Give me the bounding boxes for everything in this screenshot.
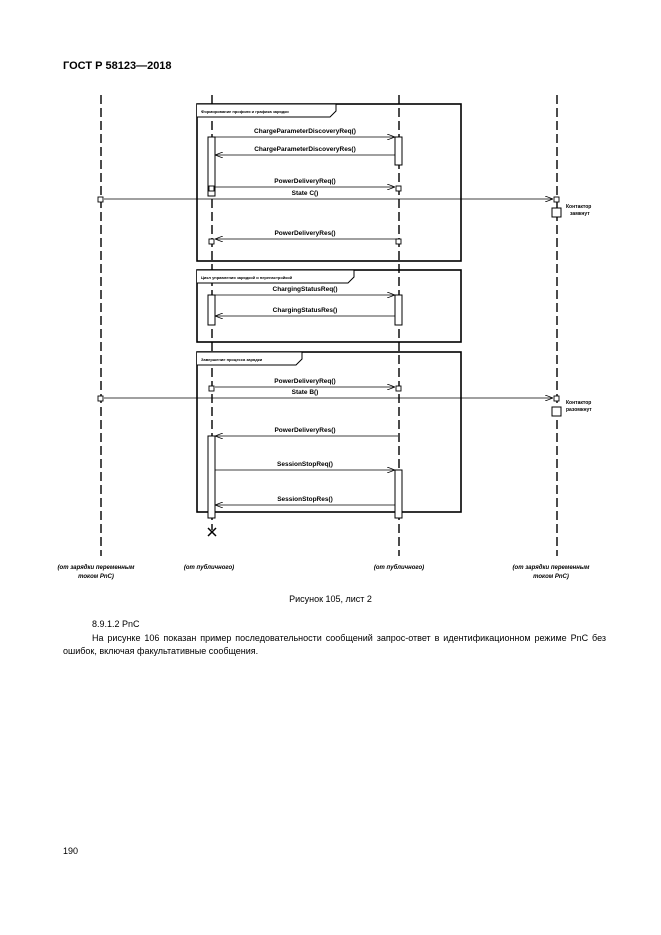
activation-bar: [207, 435, 216, 519]
lifeline-end-x-icon: [207, 527, 217, 537]
frame-tab: [197, 269, 355, 284]
document-header: ГОСТ Р 58123—2018: [63, 60, 172, 72]
body-paragraph: На рисунке 106 показан пример последоват…: [63, 633, 606, 656]
message-endpoint: [395, 238, 402, 245]
message-endpoint: [553, 395, 560, 402]
message-label: PowerDeliveryReq(): [274, 378, 335, 385]
activation-bar: [207, 294, 216, 326]
message-label: SessionStopRes(): [277, 496, 333, 503]
message-label: ChargeParameterDiscoveryRes(): [254, 146, 356, 153]
lifeline-label: (от публичного): [374, 564, 424, 571]
frame-tab: [197, 351, 303, 366]
lifeline-label: током PnC): [78, 574, 114, 580]
frame-title: Цикл управления зарядкой и перенастройко…: [201, 275, 293, 280]
contactor-state-box: [551, 207, 562, 218]
lifeline-label: (от публичного): [184, 564, 234, 571]
contactor-note: замкнут: [570, 211, 590, 217]
message-endpoint: [97, 395, 104, 402]
frame-session-end: [196, 351, 462, 513]
message-endpoint: [97, 196, 104, 203]
section-heading: 8.9.1.2 PnC: [92, 619, 140, 629]
message-label: ChargingStatusReq(): [273, 286, 338, 293]
message-endpoint: [553, 196, 560, 203]
page-number: 190: [63, 846, 79, 856]
contactor-note: разомкнут: [566, 407, 592, 413]
message-endpoint: [395, 385, 402, 392]
frame-tab: [197, 103, 337, 118]
activation-bar: [394, 136, 403, 166]
contactor-note: Контактор: [566, 204, 591, 210]
activation-bar: [394, 294, 403, 326]
message-label: ChargingStatusRes(): [273, 307, 338, 314]
lifeline-label: (от зарядки переменным: [58, 565, 135, 571]
frame-title: Завершение процесса зарядки: [201, 357, 263, 362]
lifeline-label: (от зарядки переменным: [513, 565, 590, 571]
message-endpoint: [208, 385, 215, 392]
message-endpoint: [208, 185, 215, 192]
message-label: State C(): [292, 190, 319, 197]
message-label: PowerDeliveryReq(): [274, 178, 335, 185]
message-label: PowerDeliveryRes(): [274, 230, 335, 237]
message-label: PowerDeliveryRes(): [274, 427, 335, 434]
message-label: ChargeParameterDiscoveryReq(): [254, 128, 356, 135]
contactor-note: Контактор: [566, 400, 591, 406]
message-label: State B(): [292, 389, 319, 396]
lifeline-label: током PnC): [533, 574, 569, 580]
message-endpoint: [395, 185, 402, 192]
contactor-state-box: [551, 406, 562, 417]
activation-bar: [207, 136, 216, 197]
figure-caption: Рисунок 105, лист 2: [289, 594, 372, 604]
sequence-diagram: Формирование профиля и графика зарядки Ц…: [58, 95, 592, 580]
message-endpoint: [208, 238, 215, 245]
activation-bar: [394, 469, 403, 519]
message-label: SessionStopReq(): [277, 461, 333, 468]
frame-title: Формирование профиля и графика зарядки: [201, 109, 289, 114]
